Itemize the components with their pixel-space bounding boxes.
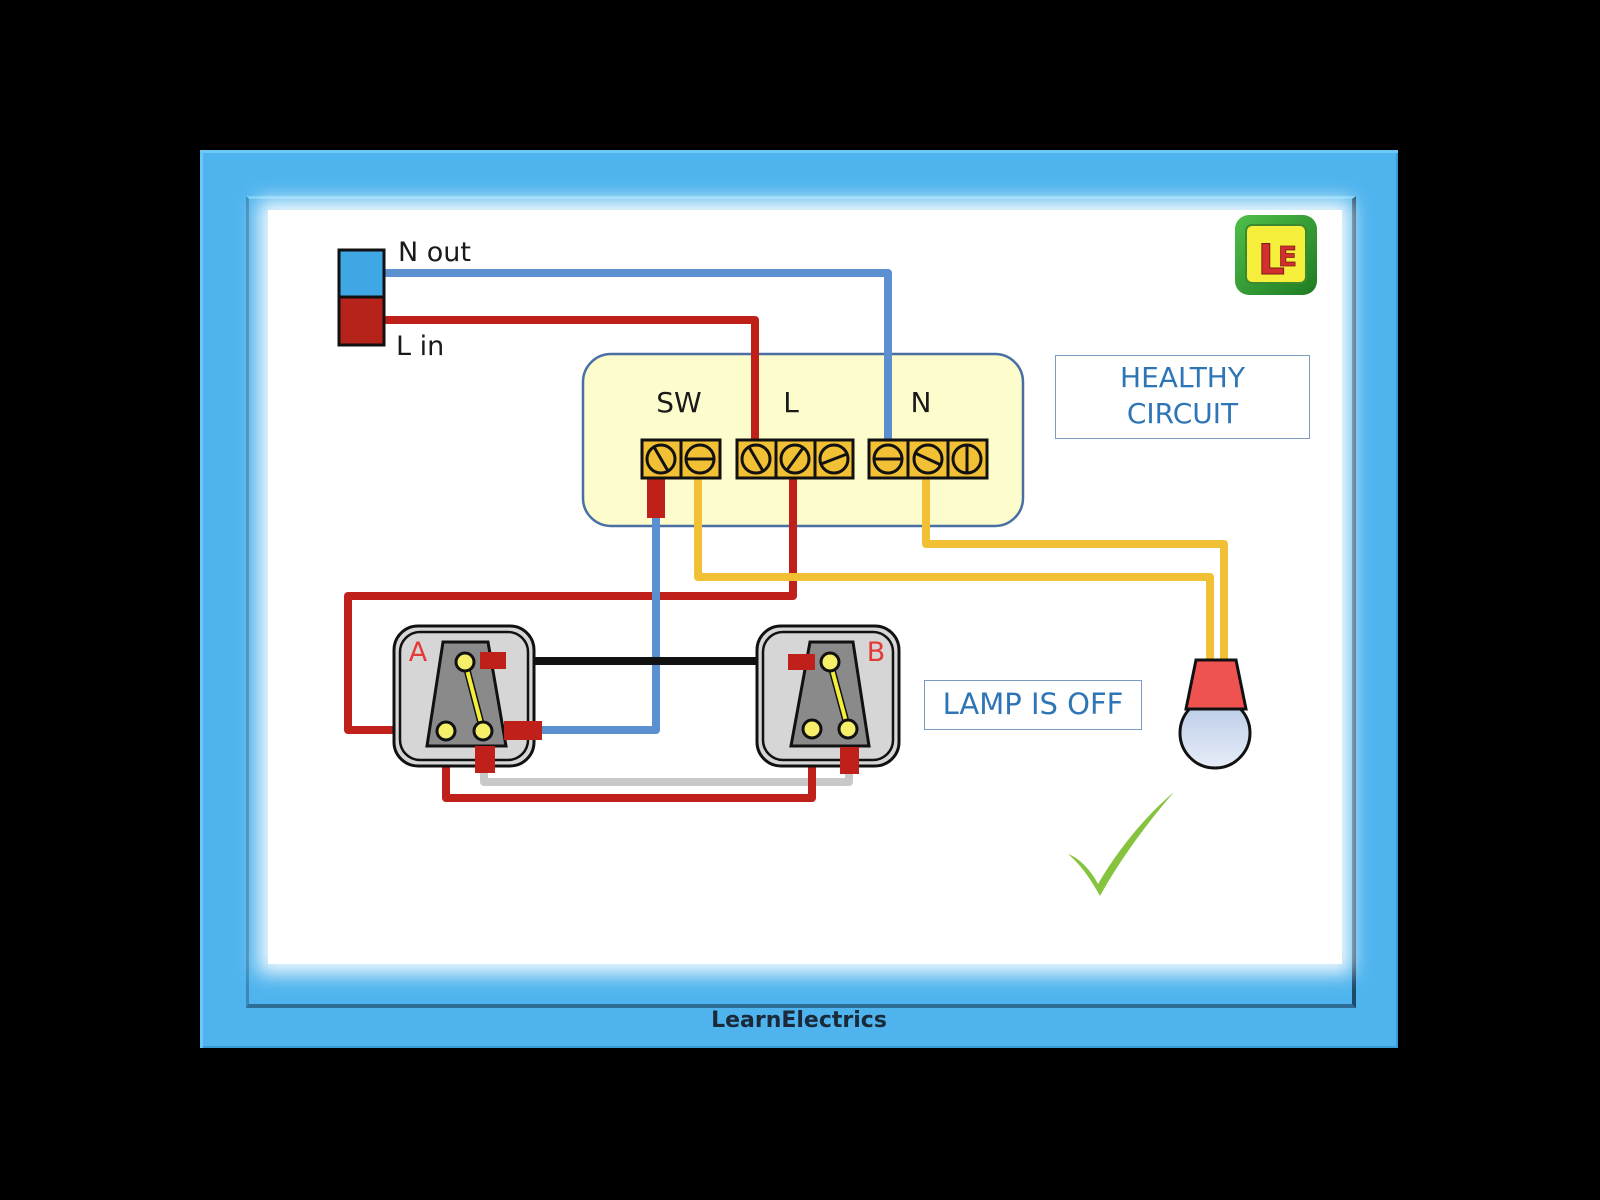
terminal-block-l — [735, 438, 855, 480]
neutral-lamp-wire — [922, 470, 1228, 665]
switch-a-sleeve-bottom — [475, 746, 495, 773]
switch-b-sleeve-bottom — [840, 747, 859, 774]
switch-b — [755, 624, 901, 774]
live-supply-wire — [382, 316, 759, 440]
footer-brand: LearnElectrics — [711, 1008, 887, 1033]
switch-b-sleeve-top — [788, 654, 815, 670]
live-in-label: L in — [396, 331, 444, 362]
strapper-red-wire — [442, 745, 816, 802]
lamp-cap — [1184, 658, 1248, 711]
terminal-block-sw — [640, 438, 722, 480]
live-connector-block — [337, 295, 386, 347]
terminal-label-sw: SW — [656, 386, 701, 419]
switch-a-terminal-com — [435, 720, 457, 742]
switch-b-label: B — [867, 637, 886, 668]
switch-b-terminal-l1 — [819, 651, 841, 673]
switch-b-terminal-com — [801, 718, 823, 740]
live-to-switch-a-wire — [344, 470, 797, 734]
terminal-label-n: N — [911, 386, 932, 419]
neutral-supply-wire — [382, 269, 892, 440]
svg-text:L: L — [1258, 235, 1285, 284]
learnelectrics-logo-icon: L E — [1235, 215, 1317, 295]
terminal-block-n — [867, 438, 989, 480]
switch-a — [392, 624, 542, 773]
switch-a-terminal-l1 — [454, 651, 476, 673]
supply-connector — [337, 248, 386, 347]
switch-a-label: A — [409, 637, 428, 668]
switch-b-terminal-l2 — [837, 718, 859, 740]
neutral-out-label: N out — [398, 237, 471, 268]
circuit-status-box: HEALTHY CIRCUIT — [1055, 355, 1310, 439]
switched-live-lamp-wire — [694, 470, 1214, 665]
neutral-connector-block — [337, 248, 386, 299]
switch-a-terminal-l2 — [472, 720, 494, 742]
diagram-canvas — [268, 210, 1342, 964]
lamp-status-box: LAMP IS OFF — [924, 680, 1142, 730]
switch-a-sleeve-right — [504, 721, 542, 740]
circuit-status-line1: HEALTHY — [1120, 361, 1245, 394]
svg-text:E: E — [1278, 240, 1297, 273]
switch-a-sleeve-top — [480, 652, 506, 669]
switch-return-wire — [530, 500, 660, 734]
circuit-status-line2: CIRCUIT — [1126, 397, 1239, 430]
sw-red-sleeve — [647, 476, 665, 518]
lamp-icon — [1178, 658, 1252, 770]
check-mark-icon — [1068, 792, 1174, 896]
terminal-label-l: L — [783, 386, 799, 419]
